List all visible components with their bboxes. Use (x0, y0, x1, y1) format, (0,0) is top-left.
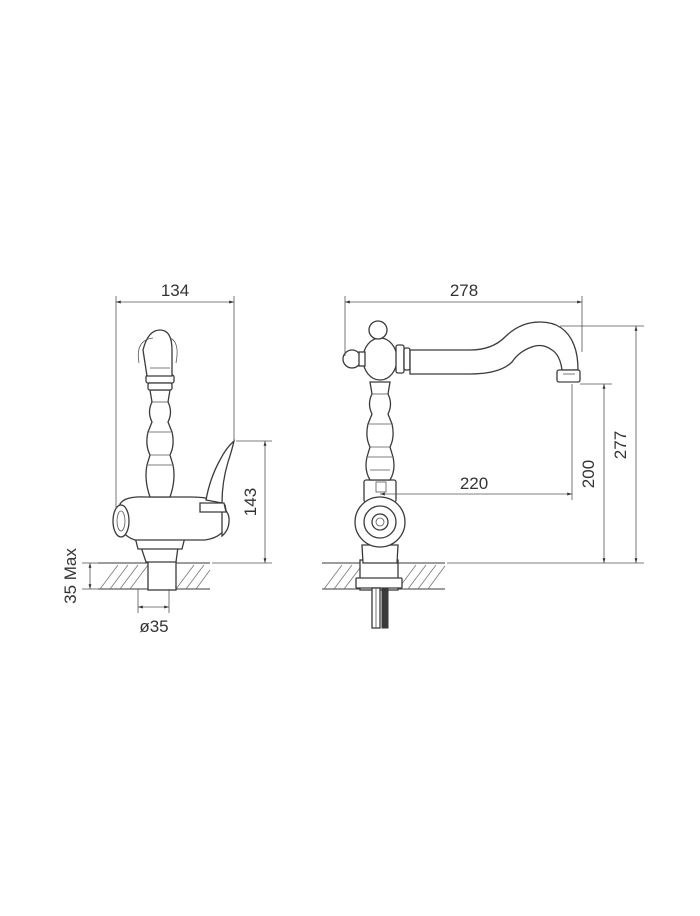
dim-front-width: 134 (115, 281, 235, 508)
dim-front-height-label: 143 (241, 488, 260, 516)
side-mounting-hardware (355, 577, 403, 629)
side-spout (395, 321, 581, 383)
dim-spout-outlet-height: 200 (447, 383, 644, 564)
front-faucet-body (112, 329, 230, 563)
dim-hole-diameter: ø35 (137, 589, 170, 636)
dim-deck-thickness: 35 Max (61, 548, 98, 604)
dim-total-height: 277 (560, 325, 644, 563)
dim-total-height-label: 277 (611, 431, 630, 459)
dim-hole-diameter-label: ø35 (139, 617, 168, 636)
dim-front-height: 143 (212, 440, 272, 564)
front-countertop (98, 559, 211, 591)
dim-spout-reach: 220 (380, 384, 573, 500)
side-view: 278 220 200 277 (322, 281, 644, 629)
dim-side-width-label: 278 (450, 281, 478, 300)
dim-spout-reach-label: 220 (460, 474, 488, 493)
dim-side-width: 278 (344, 281, 583, 356)
front-lever-handle (199, 439, 236, 513)
dim-spout-outlet-height-label: 200 (579, 460, 598, 488)
front-view: 134 143 35 Max ø35 (61, 281, 272, 636)
dim-deck-thickness-label: 35 Max (61, 548, 80, 604)
dim-front-width-label: 134 (161, 281, 189, 300)
side-faucet-body (342, 320, 406, 564)
